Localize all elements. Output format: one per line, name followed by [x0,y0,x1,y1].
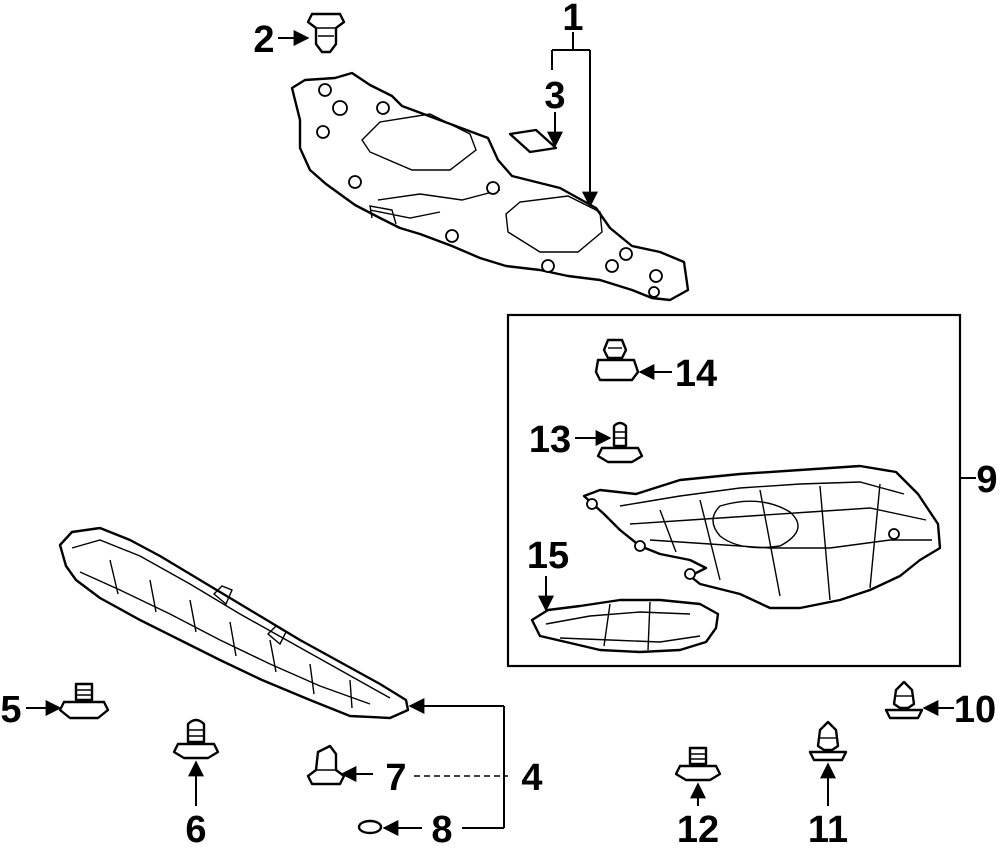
callout-5: 5 [0,689,21,731]
callout-7: 7 [385,757,406,799]
callout-14: 14 [675,353,717,395]
callout-10: 10 [954,689,996,731]
ring-8 [357,819,383,835]
callout-9: 9 [976,459,997,501]
callout-6: 6 [185,809,206,849]
push-rivet-11 [808,720,848,762]
callout-4: 4 [521,757,542,799]
clip-nut-7 [306,744,346,786]
callout-3: 3 [544,75,565,117]
callout-1: 1 [562,0,583,39]
callout-15: 15 [527,535,569,577]
callout-11: 11 [808,809,848,849]
bolt-13 [596,421,644,464]
assembly-frame-9 [506,313,962,668]
upper-cover-panel [290,71,690,302]
push-rivet-10 [884,680,924,720]
bolt-12 [674,746,722,782]
under-cover-9 [582,464,942,610]
callout-13: 13 [529,419,571,461]
bolt-6 [172,718,220,760]
leader-lines [26,30,976,836]
clip-14 [594,338,640,382]
lower-bracket [58,526,410,720]
push-clip-2 [306,12,346,54]
callout-8: 8 [431,809,452,849]
callout-12: 12 [677,809,719,849]
seal-15 [530,598,720,654]
callout-2: 2 [253,19,274,61]
bolt-5 [58,682,110,720]
label-3 [508,128,558,154]
